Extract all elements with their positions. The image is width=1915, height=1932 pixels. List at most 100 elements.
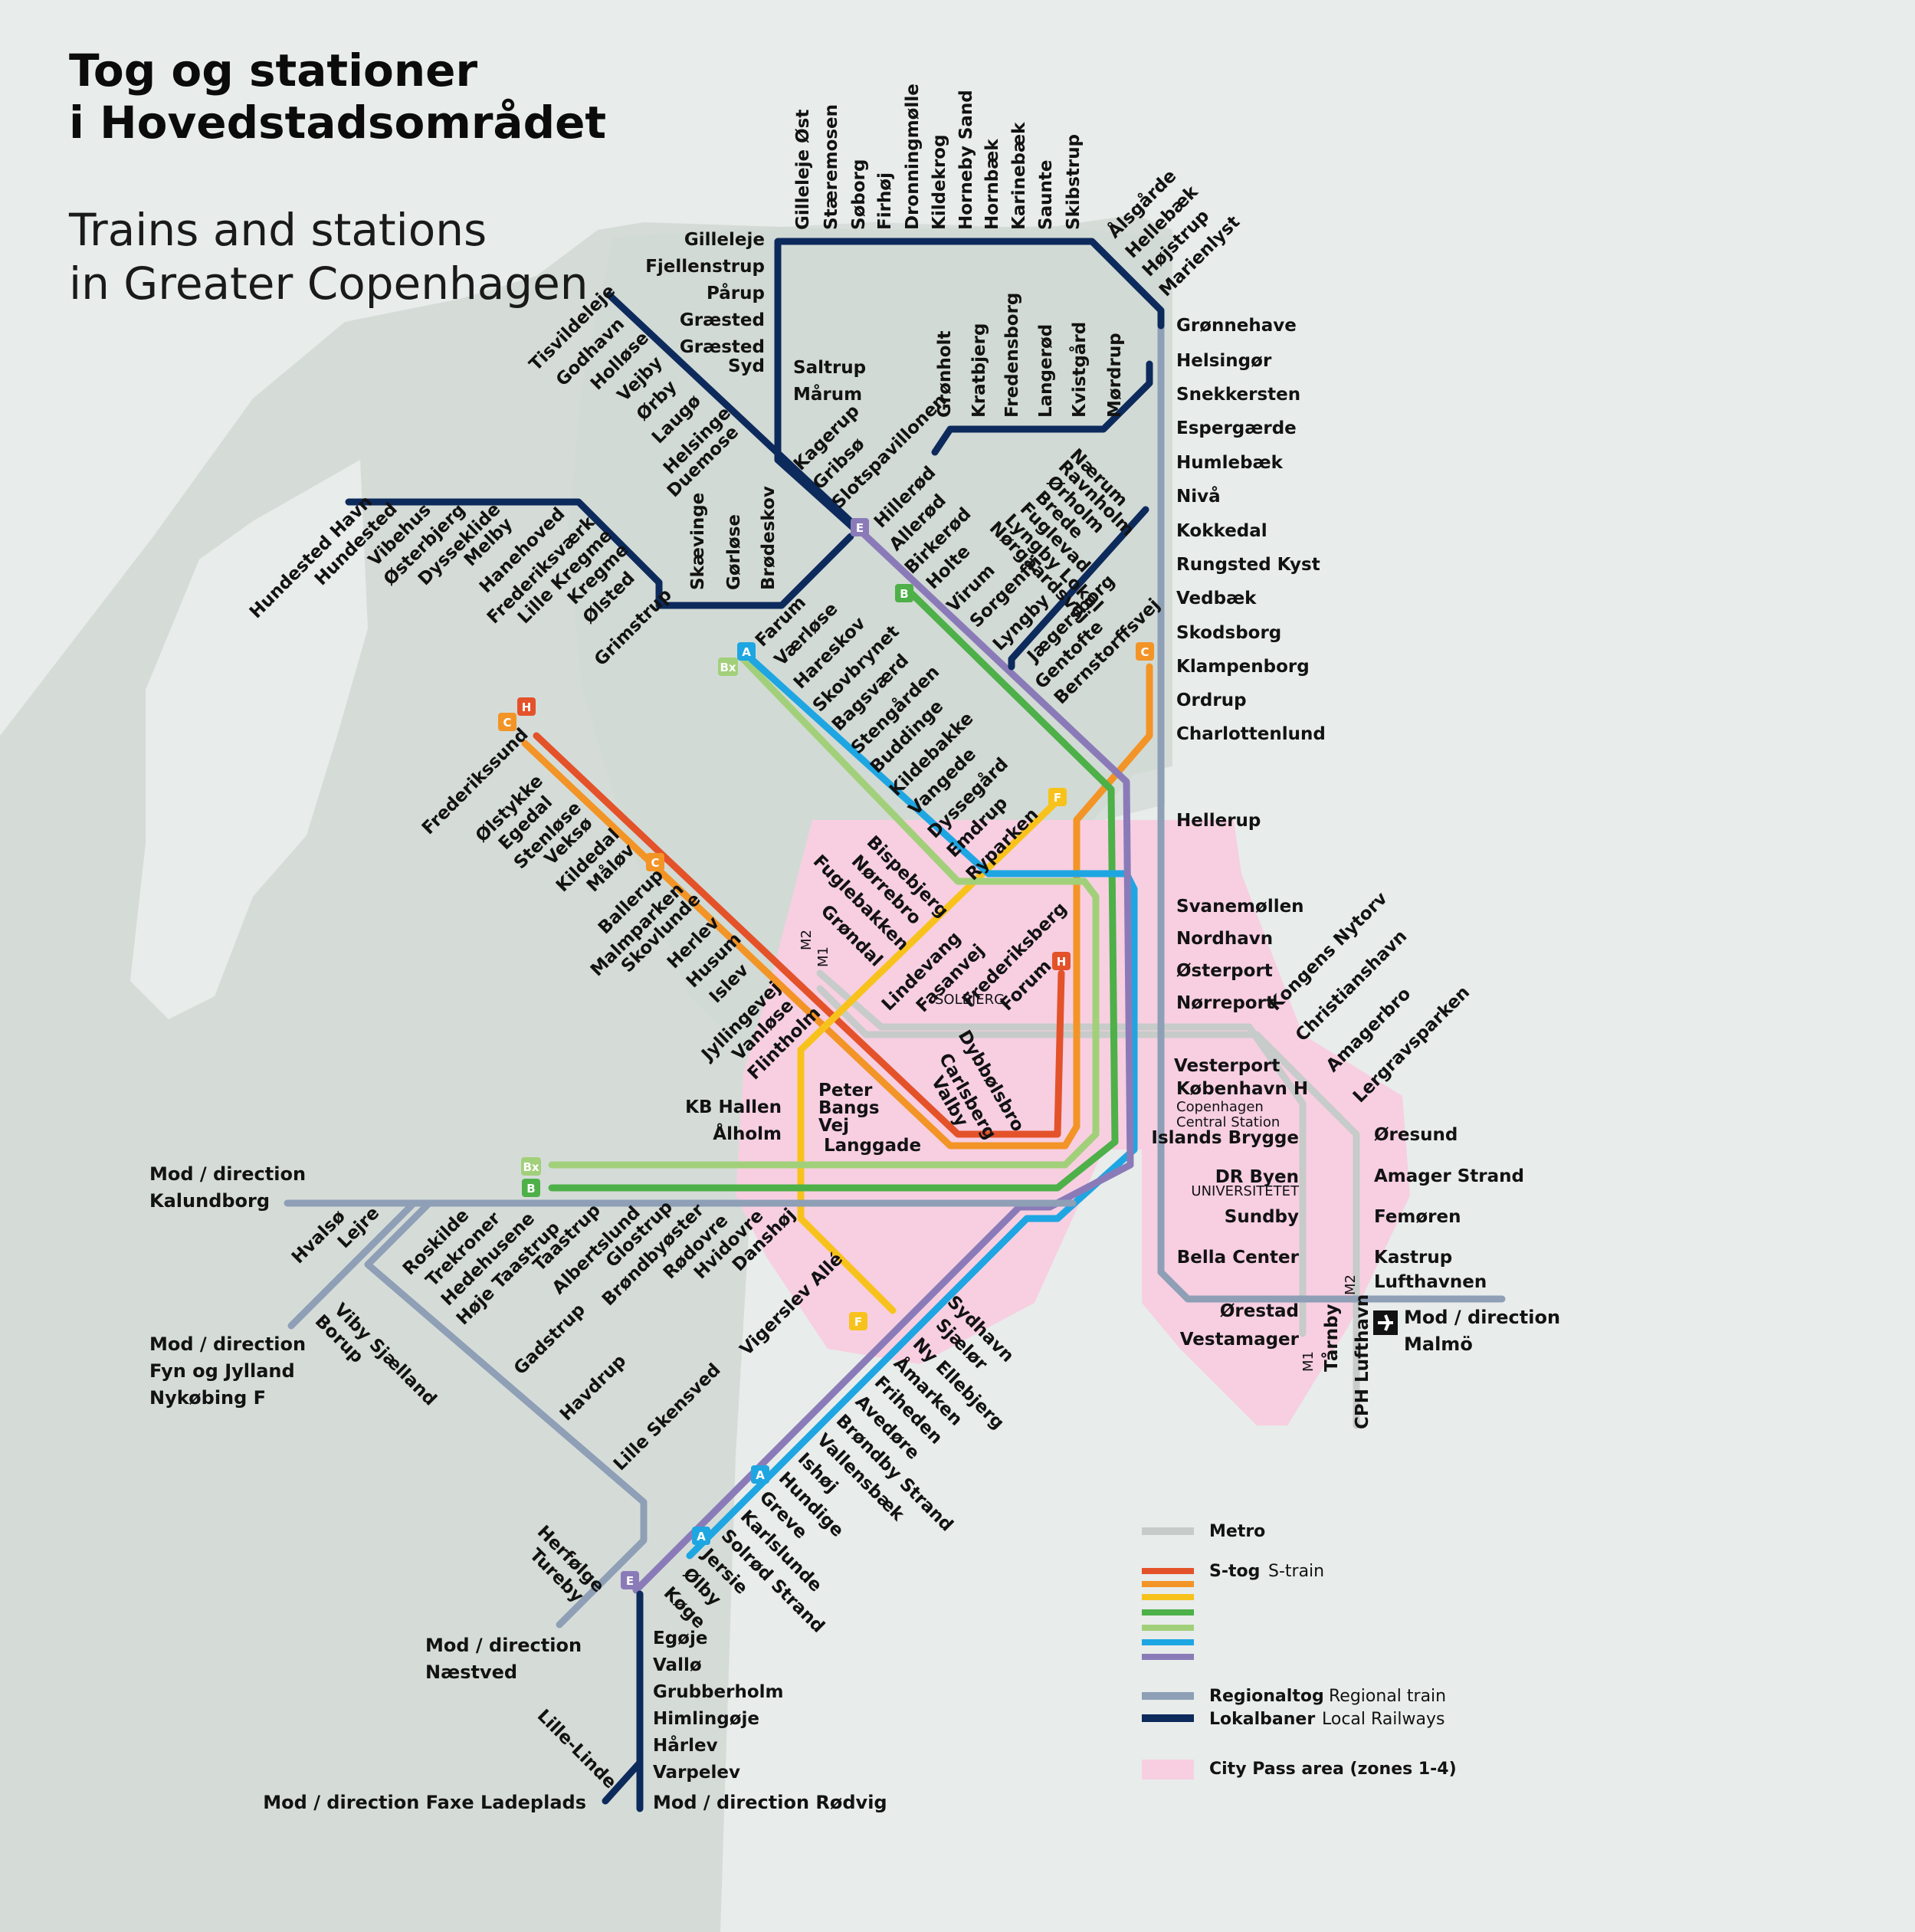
station-label: Hellerup [1176,811,1261,831]
station-label: Vallø [653,1655,702,1675]
direction-labels: Mod / direction Kalundborg Mod / directi… [149,1163,1560,1813]
station-label: Kvistgård [1069,322,1090,418]
title-english-line-2: in Greater Copenhagen [69,257,589,310]
station-label: Saunte [1036,160,1056,230]
station-label: Kratbjerg [969,323,989,418]
station-label: Kastrup [1374,1248,1452,1268]
svg-text:Nykøbing F: Nykøbing F [149,1387,266,1409]
line-a [686,651,1138,1560]
badge-b: B [895,584,913,602]
station-label: København H [1176,1079,1308,1099]
station-label: Ålholm [713,1123,782,1144]
station-label: Græsted [680,310,765,330]
station-label: Charlottenlund [1176,724,1326,744]
airplane-icon [1373,1310,1398,1335]
legend-local-label: Lokalbaner [1209,1710,1315,1729]
station-label: Amager Strand [1374,1166,1524,1186]
svg-text:E: E [856,521,864,535]
station-label: M2 [798,930,815,950]
station-label: Grønnehave [1176,316,1297,336]
badge-f: F [1048,788,1067,806]
svg-text:C: C [651,856,659,870]
station-label: Karinebæk [1009,122,1029,230]
station-label: Bella Center [1177,1248,1300,1268]
station-label: UNIVERSITETET [1191,1183,1300,1199]
svg-text:A: A [742,645,751,659]
legend: Metro S-tog S-train Regionaltog Regional… [1142,1522,1457,1779]
line-badges: H C C C H A Bx B E F Bx B F A A E [498,518,1154,1589]
station-label: Femøren [1374,1207,1461,1227]
station-label: Syd [728,356,765,376]
legend-regional-label: Regionaltog [1209,1687,1324,1706]
station-label: Grønholt [935,331,955,418]
station-label: Ordrup [1176,690,1247,710]
regional-lines [284,322,1506,1629]
line-e [632,525,1134,1594]
gribskov-stations: Gilleleje Fjellenstrup Pårup Græsted Græ… [645,230,866,405]
line-c [521,663,1153,1150]
svg-text:Mod / direction: Mod / direction [1404,1307,1560,1328]
station-label: Copenhagen [1176,1099,1264,1115]
badge-a-south-1: A [751,1465,769,1484]
station-label: Vedbæk [1176,589,1257,608]
station-label: Helsingør [1176,351,1272,371]
local-lines [345,238,1165,1812]
badge-bx-west: Bx [521,1157,541,1176]
svg-text:Mod / direction: Mod / direction [425,1635,582,1656]
station-label: Horneby Sand [956,90,976,230]
station-label: Pårup [707,283,765,303]
station-label: Espergærde [1176,418,1297,438]
station-label: Dronningmølle [903,84,923,230]
station-label: Himlingøje [653,1709,759,1729]
station-label: Islands Brygge [1151,1128,1299,1148]
badge-e-south: E [621,1571,639,1589]
station-label: Humlebæk [1176,453,1284,473]
svg-text:B: B [900,587,908,601]
line-label: M2 [1343,1274,1359,1295]
svg-text:A: A [756,1468,765,1482]
station-label: Vesterport [1174,1056,1280,1076]
station-label: Nordhavn [1176,929,1273,949]
badge-h-city: H [1052,952,1071,970]
station-label: Fjellenstrup [645,257,765,277]
badge-e: E [851,518,869,536]
station-label: Svanemøllen [1176,897,1304,917]
station-label: Lufthavnen [1374,1272,1487,1292]
station-label: Øresund [1374,1125,1458,1145]
badge-c: C [498,713,516,731]
svg-text:Næstved: Næstved [425,1661,517,1683]
svg-text:Kalundborg: Kalundborg [149,1190,270,1212]
station-label: Gilleleje [684,230,765,250]
station-label: Ørestad [1220,1301,1299,1321]
title-english-line-1: Trains and stations [68,204,487,256]
station-label: Fredensborg [1002,293,1022,418]
svg-text:Bx: Bx [523,1160,539,1174]
station-label: Snekkersten [1176,385,1300,405]
station-label: Central Station [1176,1114,1280,1130]
station-label: Hårlev [653,1735,718,1756]
station-label: DR Byen [1215,1167,1299,1187]
badge-f-south: F [849,1312,867,1330]
station-label: Kildekrog [930,134,949,230]
badge-bx: Bx [718,658,738,676]
station-label: Vestamager [1180,1330,1300,1350]
station-label: Brødeskov [759,486,779,590]
line-f [797,793,1065,1314]
station-label: Egøje [653,1629,707,1648]
line-b [548,586,1119,1192]
svg-text:F: F [1054,791,1061,805]
svg-text:Mod / direction: Mod / direction [149,1333,306,1355]
station-label: Grubberholm [653,1682,784,1702]
svg-text:Malmö: Malmö [1404,1333,1473,1355]
station-label: Græsted [680,337,765,357]
station-label: Klampenborg [1176,657,1310,677]
station-label: M1 [815,946,831,967]
svg-text:Mod / direction Faxe Ladeplads: Mod / direction Faxe Ladeplads [263,1792,586,1813]
station-label: Gørløse [724,514,744,590]
station-label: Saltrup [793,358,866,378]
title-danish-line-2: i Hovedstadsområdet [69,97,606,149]
svg-text:A: A [697,1530,706,1543]
station-label: Kokkedal [1176,521,1267,541]
